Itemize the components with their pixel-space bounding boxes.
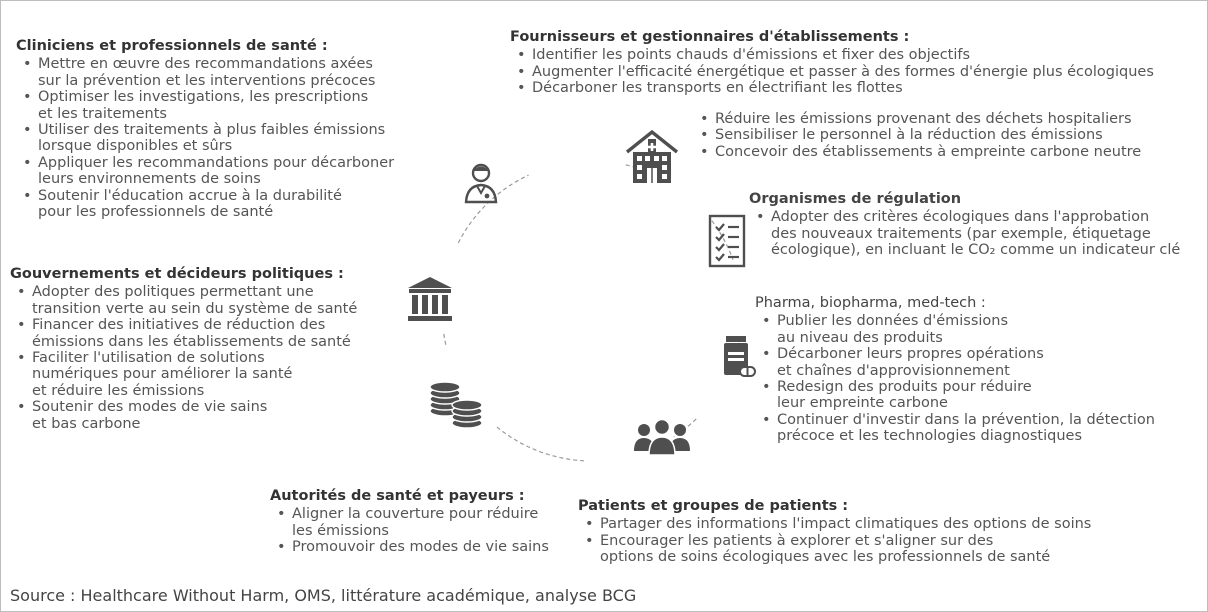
hospital-icon <box>623 128 681 186</box>
bullet-item-continued: et les traitements <box>38 105 167 122</box>
bullet-item: Encourager les patients à explorer et s'… <box>578 533 1198 550</box>
coins-icon <box>427 381 487 429</box>
bullet-item-continued: et réduire les émissions <box>32 382 205 399</box>
bullet-item: Promouvoir des modes de vie sains <box>270 539 590 556</box>
checklist-icon <box>707 213 747 269</box>
bullet-item-continued: écologique), en incluant le CO₂ comme un… <box>771 242 1181 259</box>
source-note: Source : Healthcare Without Harm, OMS, l… <box>10 586 637 605</box>
block-title: Autorités de santé et payeurs : <box>270 488 525 504</box>
pharma-block: Pharma, biopharma, med-tech : Publier les… <box>755 295 1200 445</box>
bullet-item: Appliquer les recommandations pour décar… <box>16 155 416 172</box>
bullet-item: Concevoir des établissements à empreinte… <box>693 144 1193 161</box>
bullet-item: Adopter des critères écologiques dans l'… <box>749 209 1199 226</box>
block-title: Cliniciens et professionnels de santé : <box>16 38 328 54</box>
bullet-item: Réduire les émissions provenant des déch… <box>693 111 1193 128</box>
clinicians-block: Cliniciens et professionnels de santé : M… <box>16 38 416 220</box>
block-title: Gouvernements et décideurs politiques : <box>10 266 344 282</box>
bullet-item-continued: des nouveaux traitements (par exemple, é… <box>771 225 1151 242</box>
patients-block: Patients et groupes de patients : Partage… <box>578 498 1198 566</box>
bullet-item: Sensibiliser le personnel à la réduction… <box>693 127 1193 144</box>
bullet-item: Augmenter l'efficacité énergétique et pa… <box>510 64 1200 81</box>
bullet-item: Soutenir des modes de vie sains <box>10 399 410 416</box>
bullet-item: Financer des initiatives de réduction de… <box>10 317 410 334</box>
bullet-item-continued: au niveau des produits <box>777 329 943 346</box>
bullet-item-continued: et chaînes d'approvisionnement <box>777 362 1010 379</box>
bullet-list: Partager des informations l'impact clima… <box>578 516 1198 565</box>
bullet-item-continued: leur empreinte carbone <box>777 395 948 412</box>
regulators-block: Organismes de régulationAdopter des crit… <box>749 191 1199 259</box>
bullet-item: Optimiser les investigations, les prescr… <box>16 89 416 106</box>
government-building-icon <box>406 276 454 322</box>
bullet-item: Faciliter l'utilisation de solutions <box>10 350 410 367</box>
bullet-item-continued: lorsque disponibles et sûrs <box>38 138 233 155</box>
bullet-item: Publier les données d'émissions <box>755 313 1200 330</box>
bullet-item: Mettre en œuvre des recommandations axée… <box>16 56 416 73</box>
bullet-item: Partager des informations l'impact clima… <box>578 516 1198 533</box>
governments-block: Gouvernements et décideurs politiques : A… <box>10 266 410 432</box>
bullet-item: Identifier les points chauds d'émissions… <box>510 47 1200 64</box>
bullet-item-continued: émissions dans les établissements de san… <box>32 333 351 350</box>
bullet-item-continued: et bas carbone <box>32 415 141 432</box>
bullet-item-continued: précoce et les technologies diagnostique… <box>777 428 1083 445</box>
bullet-list: Identifier les points chauds d'émissions… <box>510 47 1200 97</box>
block-title: Patients et groupes de patients : <box>578 498 849 514</box>
bullet-item: Utiliser des traitements à plus faibles … <box>16 122 416 139</box>
bullet-item-continued: leurs environnements de soins <box>38 171 261 188</box>
bullet-item-continued: options de soins écologiques avec les pr… <box>600 549 1051 566</box>
bullet-item: Soutenir l'éducation accrue à la durabil… <box>16 188 416 205</box>
ring-segment <box>711 220 734 260</box>
bullet-item: Redesign des produits pour réduire <box>755 379 1200 396</box>
ring-segment <box>442 331 447 345</box>
bullet-item: Adopter des politiques permettant une <box>10 284 410 301</box>
providers-block-continued: Réduire les émissions provenant des déch… <box>693 111 1193 161</box>
bullet-item-continued: numériques pour améliorer la santé <box>32 366 293 383</box>
bullet-list: Adopter des politiques permettant unetra… <box>10 284 410 432</box>
clinician-icon <box>459 160 503 204</box>
bullet-item: Aligner la couverture pour réduire <box>270 506 590 523</box>
block-title: Organismes de régulation <box>749 191 962 207</box>
bullet-item: Continuer d'investir dans la prévention,… <box>755 412 1200 429</box>
bullet-item-continued: les émissions <box>292 522 389 539</box>
bullet-item: Décarboner les transports en électrifian… <box>510 80 1200 97</box>
patients-group-icon <box>633 417 691 457</box>
providers-block: Fournisseurs et gestionnaires d'établiss… <box>510 29 1200 97</box>
medicine-icon <box>722 334 756 380</box>
bullet-item-continued: transition verte au sein du système de s… <box>32 300 358 317</box>
bullet-item-continued: pour les professionnels de santé <box>38 204 274 221</box>
block-title: Pharma, biopharma, med-tech : <box>755 295 986 311</box>
bullet-item: Décarboner leurs propres opérations <box>755 346 1200 363</box>
block-title: Fournisseurs et gestionnaires d'établiss… <box>510 29 910 45</box>
bullet-list: Adopter des critères écologiques dans l'… <box>749 209 1199 258</box>
bullet-list: Réduire les émissions provenant des déch… <box>693 111 1193 161</box>
ring-segment <box>495 425 585 462</box>
health-authorities-block: Autorités de santé et payeurs : Aligner l… <box>270 488 590 556</box>
bullet-item-continued: sur la prévention et les interventions p… <box>38 72 376 89</box>
bullet-list: Mettre en œuvre des recommandations axée… <box>16 56 416 220</box>
